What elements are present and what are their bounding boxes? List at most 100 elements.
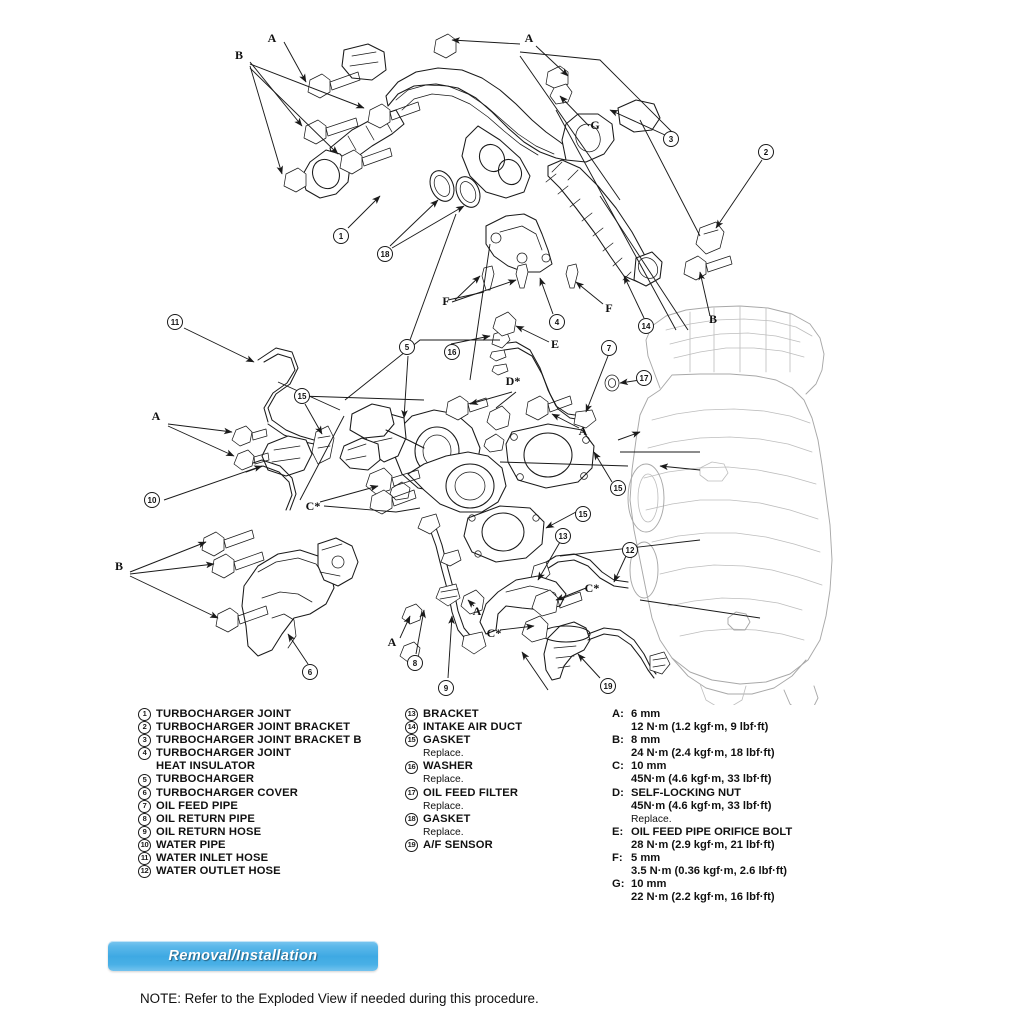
torque-size: SELF-LOCKING NUT bbox=[631, 786, 742, 799]
callout-19: 19 bbox=[600, 678, 616, 694]
part-number-badge: 6 bbox=[138, 786, 156, 800]
torque-note-row: Replace. bbox=[612, 813, 912, 826]
callout-bubble bbox=[636, 370, 652, 386]
torque-key: F: bbox=[612, 852, 623, 865]
callout-number-label: 10 bbox=[148, 496, 157, 505]
torque-key: B: bbox=[612, 734, 624, 747]
torque-replace-note: Replace. bbox=[631, 813, 672, 825]
callout-15b: 15 bbox=[610, 480, 626, 496]
torque-value: 28 N·m (2.9 kgf·m, 21 lbf·ft) bbox=[631, 838, 775, 851]
callout-bubble bbox=[638, 318, 654, 334]
part-number-badge: 1 bbox=[138, 708, 156, 722]
part-number-badge: 12 bbox=[138, 865, 156, 879]
part-number-badge: 9 bbox=[138, 825, 156, 839]
part-replace-note: Replace. bbox=[423, 774, 464, 786]
part-number-badge: 10 bbox=[138, 839, 156, 853]
callout-number-label: 16 bbox=[448, 348, 457, 357]
callout-12a: 12 bbox=[622, 542, 638, 558]
callout-18: 18 bbox=[377, 246, 393, 262]
callout-number-label: 11 bbox=[171, 318, 180, 327]
torque-key: C: bbox=[612, 760, 624, 773]
callout-number-label: 5 bbox=[405, 343, 410, 352]
callout-11: 11 bbox=[167, 314, 183, 330]
procedure-note: NOTE: Refer to the Exploded View if need… bbox=[140, 991, 539, 1006]
callout-3: 3 bbox=[663, 131, 679, 147]
turbocharger-joint-assembly bbox=[301, 43, 661, 208]
callout-10: 10 bbox=[144, 492, 160, 508]
part-number-badge: 16 bbox=[405, 760, 423, 774]
part-label: WATER OUTLET HOSE bbox=[156, 865, 281, 878]
part-number-badge: 18 bbox=[405, 812, 423, 826]
callout-number-label: 6 bbox=[308, 668, 313, 677]
torque-spec-row: E:OIL FEED PIPE ORIFICE BOLT bbox=[612, 826, 912, 839]
torque-spec-row: F:5 mm bbox=[612, 852, 912, 865]
part-label: GASKET bbox=[423, 812, 471, 825]
callout-5: 5 bbox=[399, 339, 415, 355]
callout-number-label: 14 bbox=[642, 322, 651, 331]
part-replace-note: Replace. bbox=[423, 826, 464, 838]
part-label: WASHER bbox=[423, 760, 474, 773]
callout-number-label: 1 bbox=[339, 232, 344, 241]
part-note-row: Replace. bbox=[405, 800, 615, 813]
part-number-badge: 8 bbox=[138, 812, 156, 826]
callout-15a: 15 bbox=[294, 388, 310, 404]
part-replace-note: Replace. bbox=[423, 748, 464, 760]
callout-4: 4 bbox=[549, 314, 565, 330]
torque-value-row: 22 N·m (2.2 kgf·m, 16 lbf·ft) bbox=[612, 891, 912, 904]
callout-number-label: 15 bbox=[298, 392, 307, 401]
part-number-badge: 7 bbox=[138, 799, 156, 813]
callout-14: 14 bbox=[638, 318, 654, 334]
torque-spec-row: G:10 mm bbox=[612, 878, 912, 891]
part-label: TURBOCHARGER JOINT BRACKET bbox=[156, 721, 351, 734]
legend-part-row: HEAT INSULATOR bbox=[138, 760, 408, 773]
part-label: TURBOCHARGER JOINT bbox=[156, 708, 292, 720]
callout-letter-c-star-right: C* bbox=[585, 581, 600, 595]
part-label: TURBOCHARGER JOINT bbox=[156, 747, 292, 760]
part-number-badge: 11 bbox=[138, 852, 156, 866]
part-label: OIL RETURN HOSE bbox=[156, 825, 262, 838]
part-label: INTAKE AIR DUCT bbox=[423, 721, 523, 734]
callout-number-label: 13 bbox=[559, 532, 568, 541]
heat-insulator bbox=[481, 213, 579, 291]
torque-key: D: bbox=[612, 786, 624, 799]
callout-letter-d-star: D* bbox=[506, 374, 521, 388]
torque-size: 10 mm bbox=[631, 878, 667, 891]
callout-number-label: 2 bbox=[764, 148, 769, 157]
callout-bubble bbox=[294, 388, 310, 404]
part-label: TURBOCHARGER bbox=[156, 773, 255, 786]
torque-spec-row: D: SELF-LOCKING NUT bbox=[612, 787, 912, 800]
callout-letter-f-left: F bbox=[442, 294, 449, 308]
engine-block-outline bbox=[627, 305, 833, 705]
part-note-row: Replace. bbox=[405, 747, 615, 760]
callout-9: 9 bbox=[438, 680, 454, 696]
callout-number-label: 18 bbox=[381, 250, 390, 259]
callout-number-label: 9 bbox=[444, 684, 449, 693]
torque-value-row: 12 N·m (1.2 kgf·m, 9 lbf·ft) bbox=[612, 721, 912, 734]
leader-lines bbox=[129, 37, 763, 691]
part-number-badge: 5 bbox=[138, 773, 156, 787]
torque-value-row: 28 N·m (2.9 kgf·m, 21 lbf·ft) bbox=[612, 839, 912, 852]
callout-letter-a-top-left: A bbox=[268, 31, 277, 45]
callout-17: 17 bbox=[636, 370, 652, 386]
part-label: WATER PIPE bbox=[156, 838, 226, 851]
af-sensor bbox=[541, 621, 671, 681]
callout-8: 8 bbox=[407, 655, 423, 671]
callout-bubble bbox=[167, 314, 183, 330]
section-banner[interactable]: Removal/Installation bbox=[108, 941, 378, 971]
callout-bubble bbox=[575, 506, 591, 522]
callout-letter-f-right: F bbox=[605, 301, 612, 315]
fasteners bbox=[201, 33, 733, 663]
part-label: OIL FEED FILTER bbox=[423, 786, 519, 799]
